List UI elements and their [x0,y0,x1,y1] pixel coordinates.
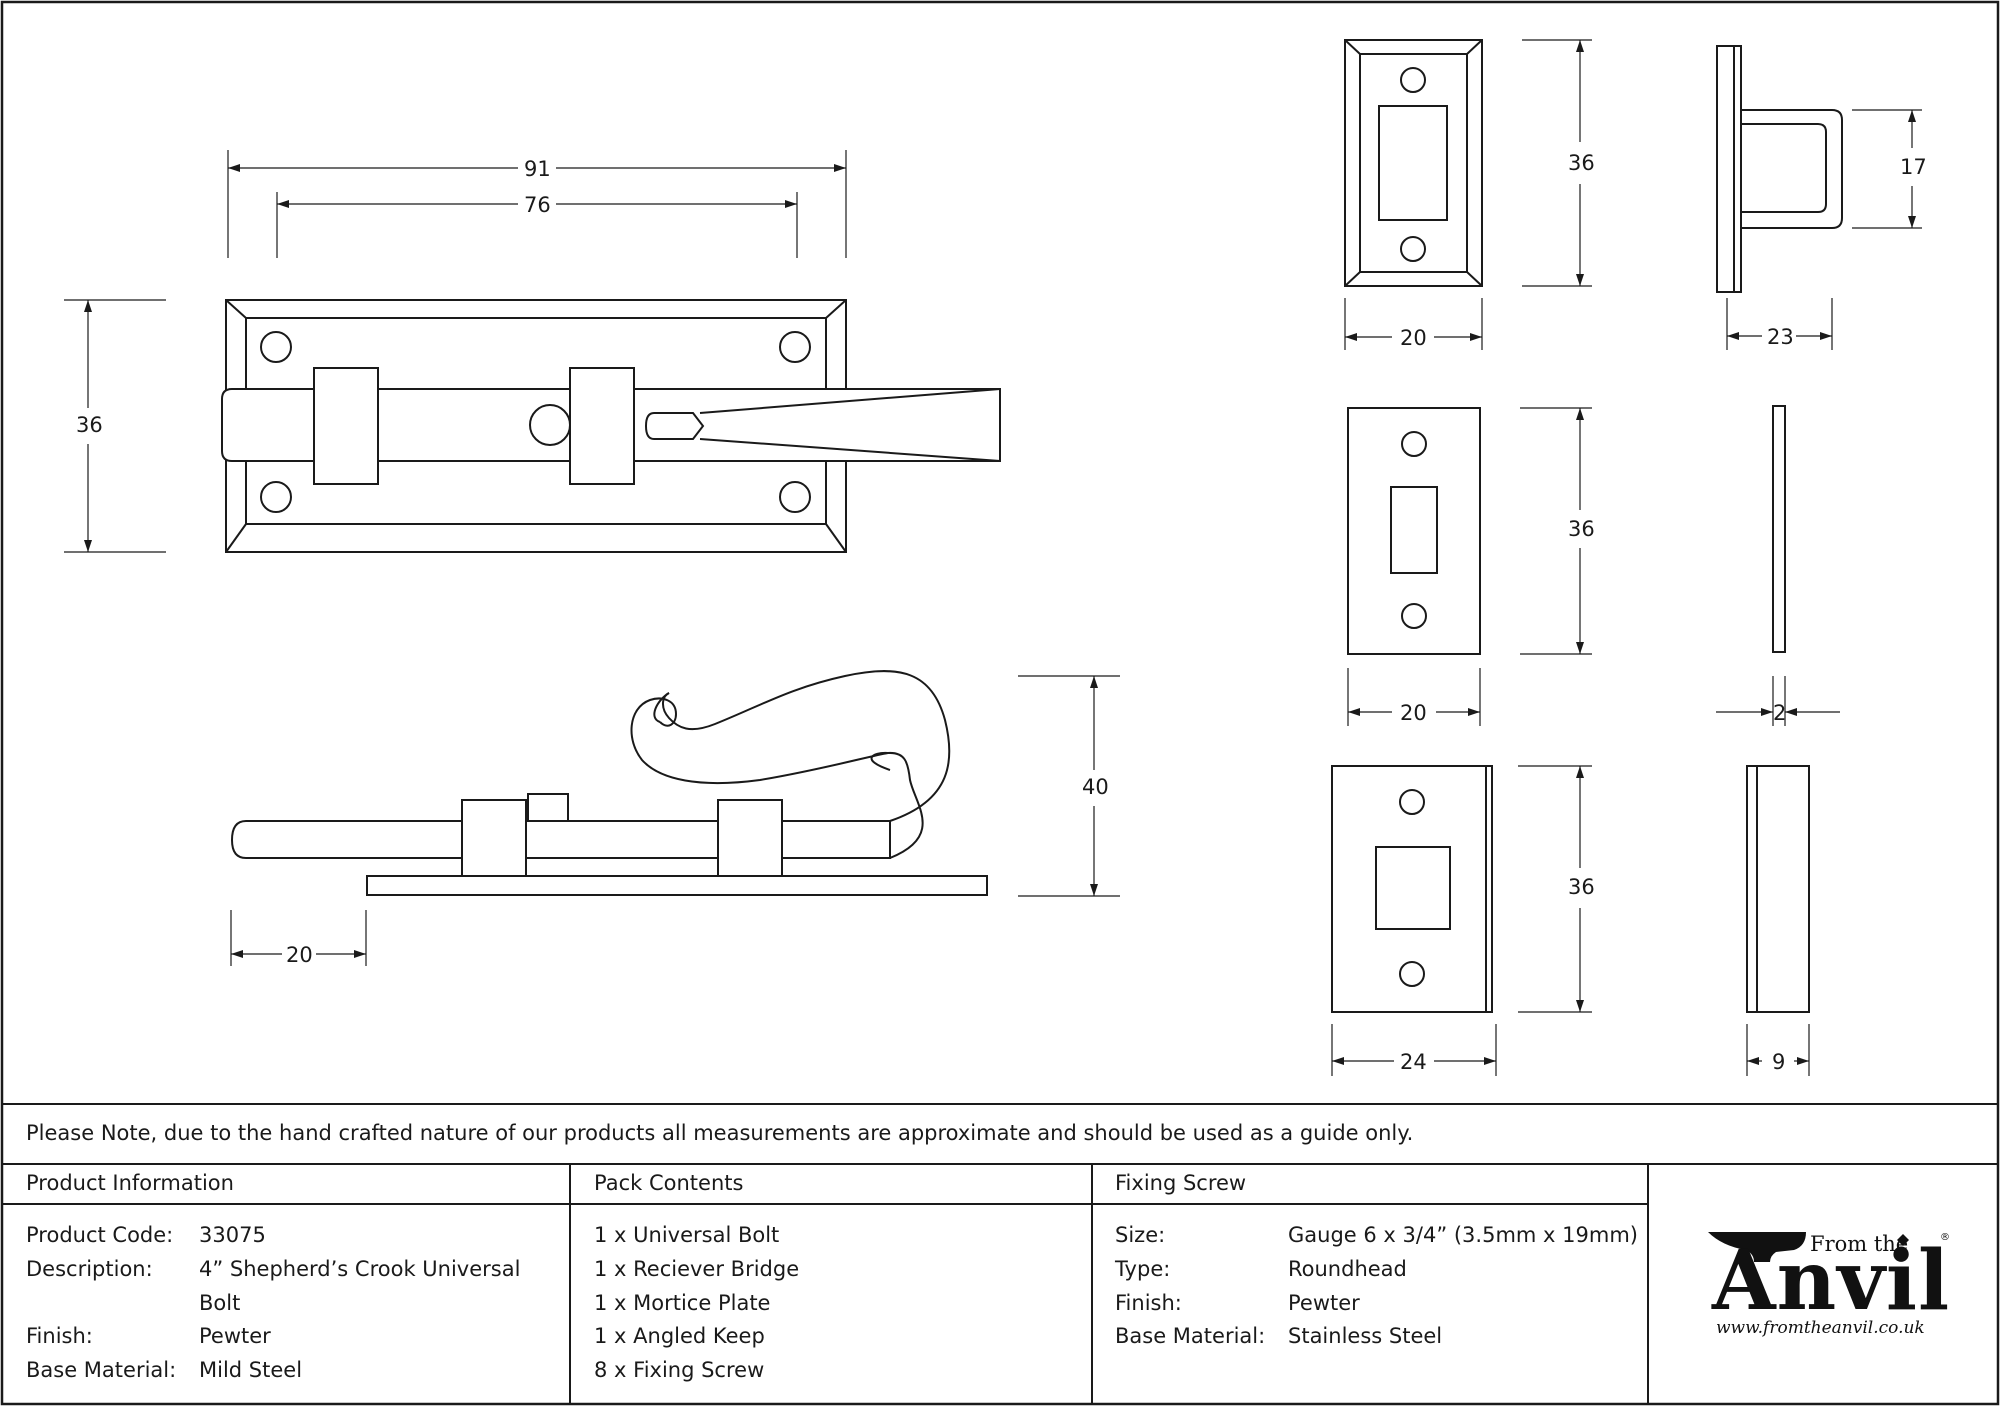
dim-label-top-height: 36 [76,413,103,437]
dim-label-keep3-height: 36 [1568,875,1595,899]
description-label: Description: [26,1257,153,1281]
finish-label: Finish: [26,1324,93,1348]
base-material-label: Base Material: [26,1358,177,1382]
dim-label-hole-width: 76 [524,193,551,217]
description-value: 4” Shepherd’s Crook Universal [199,1257,521,1281]
keep-3-side [1746,765,1810,1013]
logo-website-url: www.fromtheanvil.co.uk [1716,1318,1925,1338]
keep-1-front [1344,39,1483,287]
dim-label-keep3-width: 24 [1400,1050,1427,1074]
pack-contents-header: Pack Contents [594,1171,744,1195]
pack-item: 1 x Reciever Bridge [594,1257,800,1281]
info-table [2,1103,1998,1404]
fixing-screw-header: Fixing Screw [1115,1171,1247,1195]
logo-registered-mark: ® [1940,1232,1950,1243]
dim-label-keep1-side-height: 17 [1900,155,1927,179]
disclaimer-note: Please Note, due to the hand crafted nat… [26,1121,1414,1145]
anvil-logo-graphic [1708,1232,1909,1262]
keep-2-front [1347,407,1481,655]
dim-lines-keep-2 [1347,407,1840,726]
dim-label-keep2-thickness: 2 [1773,701,1787,725]
dim-label-keep1-width: 20 [1400,326,1427,350]
dim-label-side-height: 40 [1082,775,1109,799]
dim-label-keep2-width: 20 [1400,701,1427,725]
logo-anvil-wordmark: Anvil [1712,1233,1951,1329]
screw-type-value: Roundhead [1288,1257,1407,1281]
pack-item: 1 x Mortice Plate [594,1291,771,1315]
pack-item: 1 x Angled Keep [594,1324,765,1348]
dim-lines-side [230,675,1120,966]
screw-material-label: Base Material: [1115,1324,1266,1348]
description-value-cont: Bolt [199,1291,241,1315]
keep-3-front [1331,765,1493,1013]
screw-size-value: Gauge 6 x 3/4” (3.5mm x 19mm) [1288,1223,1638,1247]
product-information-header: Product Information [26,1171,234,1195]
pack-item: 8 x Fixing Screw [594,1358,765,1382]
product-code-value: 33075 [199,1223,266,1247]
screw-type-label: Type: [1115,1257,1171,1281]
dim-label-keep1-height: 36 [1568,151,1595,175]
keep-2-side [1772,405,1786,653]
bolt-top-view [221,299,1001,553]
dim-lines-keep-1 [1344,39,1922,350]
finish-value: Pewter [199,1324,271,1348]
dim-label-keep2-height: 36 [1568,517,1595,541]
bolt-side-view [230,670,988,896]
product-code-label: Product Code: [26,1223,174,1247]
pack-item: 1 x Universal Bolt [594,1223,780,1247]
dim-label-keep3-depth: 9 [1772,1050,1786,1074]
dim-label-keep1-side-depth: 23 [1767,325,1794,349]
dim-lines-top [64,150,847,553]
logo-from-the: From the [1810,1232,1909,1256]
screw-finish-label: Finish: [1115,1291,1182,1315]
keep-1-side [1716,45,1843,293]
screw-finish-value: Pewter [1288,1291,1360,1315]
dim-label-overall-width: 91 [524,157,551,181]
dim-label-side-pull: 20 [286,943,313,967]
base-material-value: Mild Steel [199,1358,303,1382]
screw-material-value: Stainless Steel [1288,1324,1443,1348]
dim-lines-keep-3 [1331,765,1810,1076]
screw-size-label: Size: [1115,1223,1166,1247]
